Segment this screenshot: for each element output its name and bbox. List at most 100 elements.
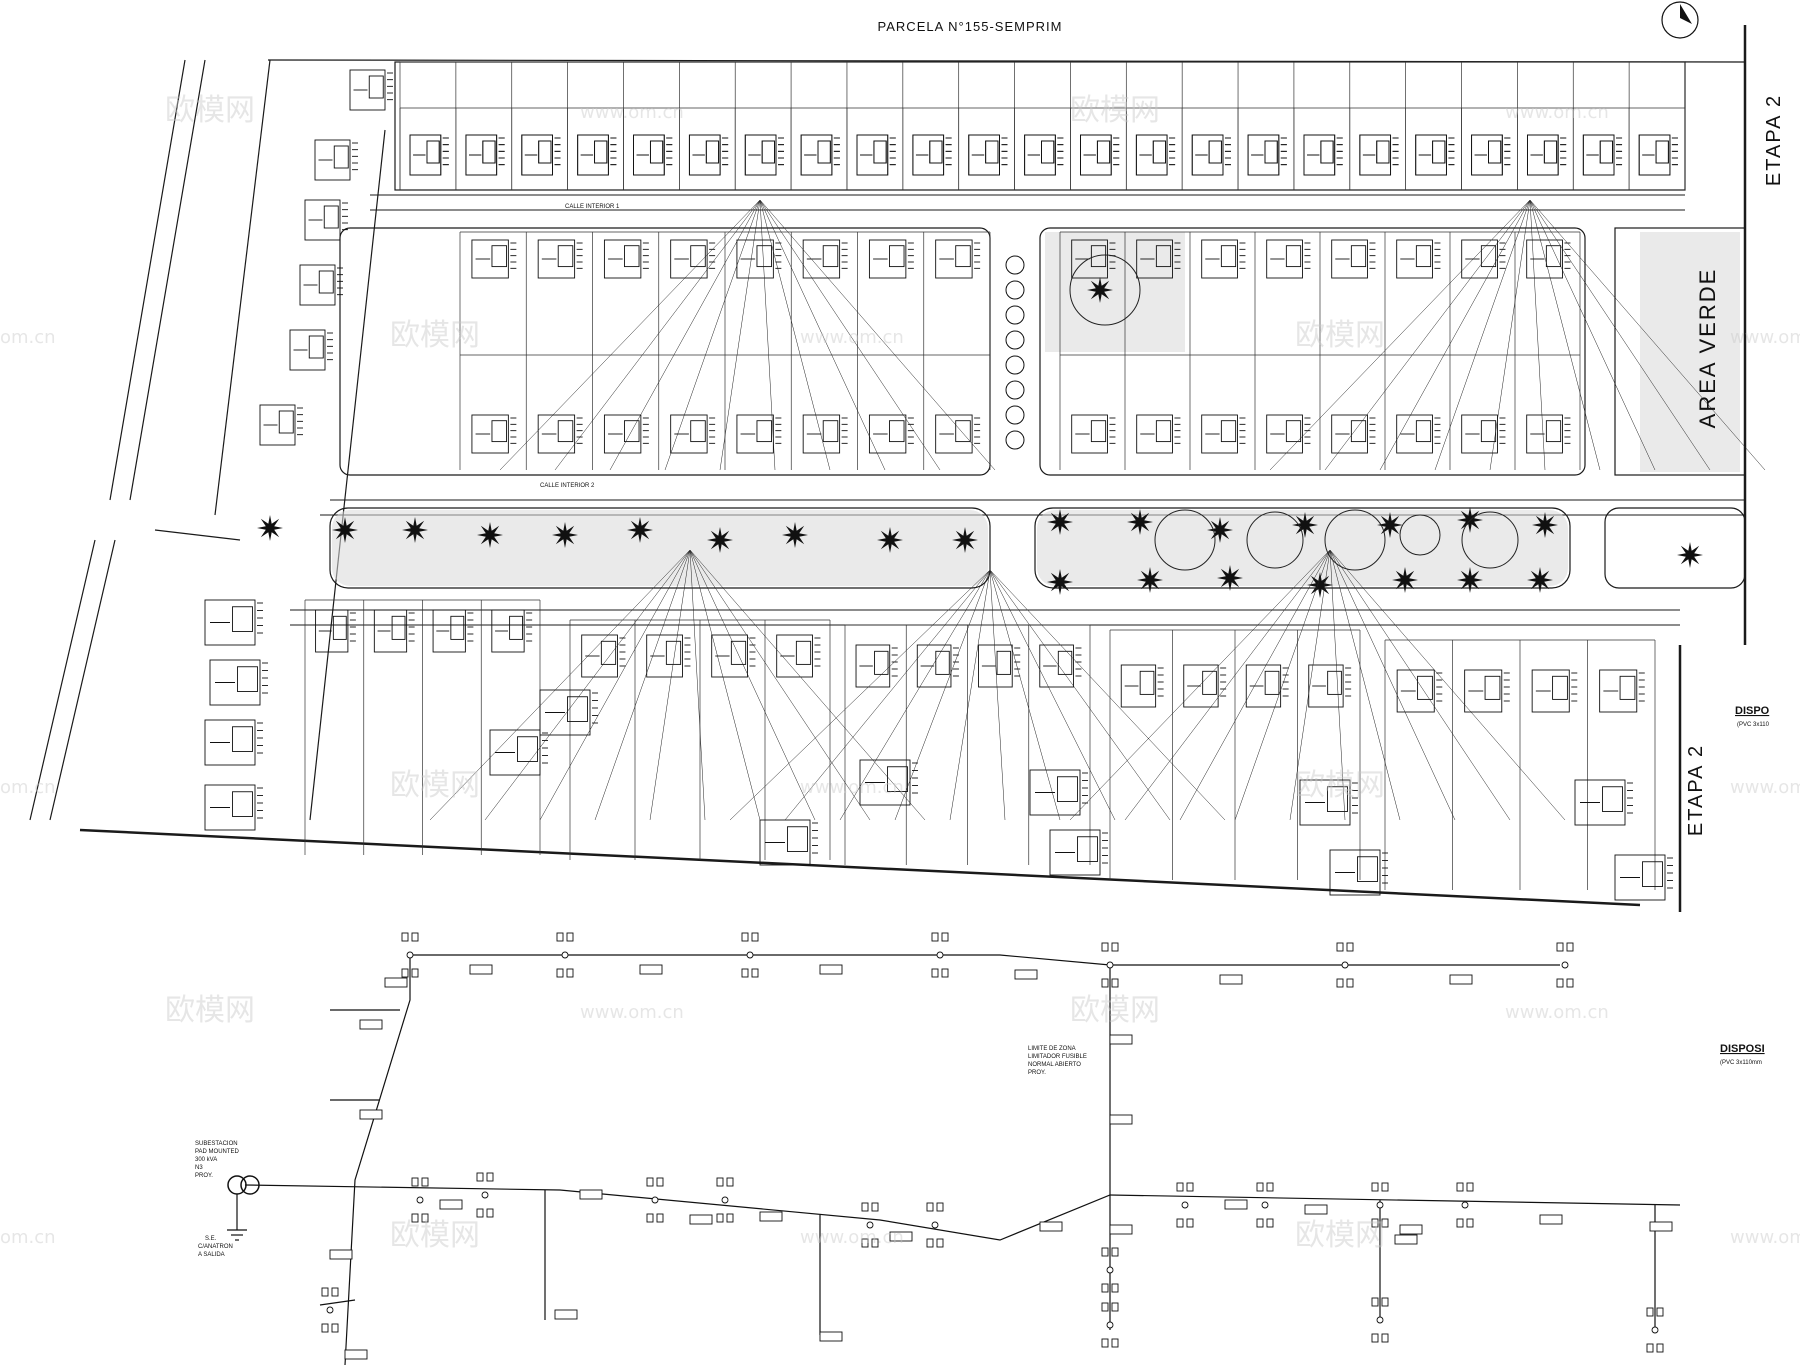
svg-text:欧模网: 欧模网 (1295, 768, 1385, 803)
svg-text:SUBESTACION: SUBESTACION (195, 1141, 238, 1147)
round-features (1069, 254, 1519, 571)
etapa-label-right: ETAPA 2 (1763, 94, 1785, 186)
distribution-line (1379, 199, 1531, 471)
house-footprint (1329, 849, 1388, 896)
distribution-line (989, 569, 1171, 821)
diagram-node (1101, 942, 1119, 988)
house-footprint (633, 134, 673, 176)
diagram-nodes (321, 932, 1673, 1360)
ground-note: S.E. C/ANATRON A SALIDA (198, 1236, 233, 1258)
svg-text:欧模网: 欧模网 (165, 93, 255, 128)
house-footprint (1599, 669, 1645, 713)
house-footprint (315, 609, 356, 653)
svg-text:www.om.cn: www.om.cn (1505, 1002, 1609, 1023)
palm-tree-icon (1532, 512, 1558, 538)
distribution-line (1069, 549, 1331, 821)
green-strip-far-east (1604, 507, 1746, 589)
distribution-line (719, 199, 761, 471)
house-footprint (1415, 134, 1455, 176)
cable-box (329, 1249, 353, 1260)
cable-box (439, 1199, 463, 1210)
cable-box (1109, 1034, 1133, 1045)
diagram-node (556, 932, 574, 978)
cable-box (689, 1214, 713, 1225)
cable-box (469, 964, 493, 975)
house-footprint (1461, 414, 1506, 454)
distribution-line (689, 549, 706, 821)
svg-text:LIMITE DE ZONA: LIMITE DE ZONA (1028, 1046, 1076, 1052)
palm-tree-icon (1307, 572, 1333, 598)
house-footprint (1396, 239, 1441, 279)
house-footprint (471, 239, 517, 279)
svg-text:A SALIDA: A SALIDA (198, 1252, 225, 1258)
house-footprint (1526, 134, 1567, 176)
house-footprint (856, 134, 896, 176)
house-footprint (1247, 134, 1287, 176)
svg-text:欧模网: 欧模网 (1070, 993, 1160, 1028)
house-footprint (1071, 239, 1116, 279)
house-footprint (349, 69, 393, 111)
cable-box (1039, 1221, 1063, 1232)
cable-box (359, 1019, 383, 1030)
house-footprint (209, 659, 268, 706)
tree-icon (1005, 405, 1025, 425)
house-footprint (802, 239, 848, 279)
distribution-line (539, 549, 691, 821)
cable-box (554, 1309, 578, 1320)
palm-tree-icon (1392, 567, 1418, 593)
house-footprint (603, 239, 649, 279)
house-footprint (204, 784, 263, 831)
house-footprint (1614, 854, 1673, 901)
house-footprint (1574, 779, 1633, 826)
diagram-node (1176, 1182, 1194, 1228)
house-footprint (432, 609, 474, 653)
svg-text:300 kVA: 300 kVA (195, 1157, 217, 1163)
diagram-node (741, 932, 759, 978)
distribution-line (1124, 549, 1331, 821)
house-footprint (868, 239, 914, 279)
house-footprint (800, 134, 840, 176)
diagram-node (1336, 942, 1354, 988)
house-footprint (1582, 134, 1623, 176)
diagram-node (926, 1202, 944, 1248)
distribution-line (689, 549, 761, 821)
svg-text:www.om.cn: www.om.cn (1730, 1227, 1800, 1248)
svg-text:PAD MOUNTED: PAD MOUNTED (195, 1149, 240, 1155)
svg-text:N3: N3 (195, 1165, 203, 1171)
diagram-node (1256, 1182, 1274, 1228)
distribution-line (759, 199, 941, 471)
svg-text:om.cn: om.cn (0, 1227, 56, 1248)
distribution-line (839, 569, 991, 821)
distribution-line (989, 569, 1006, 821)
diagram-node (931, 932, 949, 978)
palm-tree-icon (552, 522, 578, 548)
distribution-line (1329, 549, 1566, 821)
area-verde-label: AREA VERDE (1695, 268, 1720, 429)
distribution-line (1324, 199, 1531, 471)
house-footprint (299, 264, 343, 306)
house-footprint (537, 239, 583, 279)
diagram-node (861, 1202, 879, 1248)
distribution-line (989, 569, 1116, 821)
green-hatch (332, 232, 1740, 586)
svg-text:www.om.cn: www.om.cn (800, 1227, 904, 1248)
palm-tree-icon (782, 522, 808, 548)
house-footprint (491, 609, 533, 653)
svg-text:www.om.cn: www.om.cn (580, 102, 684, 123)
distribution-line (1269, 199, 1531, 471)
distribution-line (689, 549, 871, 821)
cable-box (1219, 974, 1243, 985)
distribution-line (1434, 199, 1531, 471)
house-footprint (1029, 769, 1088, 816)
tree-icon (1005, 330, 1025, 350)
distribution-line (1329, 549, 1401, 821)
svg-text:om.cn: om.cn (0, 777, 56, 798)
disposition-label-1: DISPO (1735, 705, 1770, 717)
house-footprint (736, 414, 782, 454)
house-footprint (1464, 669, 1510, 713)
distribution-line (649, 549, 691, 821)
svg-text:LIMITADOR FUSIBLE: LIMITADOR FUSIBLE (1028, 1054, 1087, 1060)
distribution-line (609, 199, 761, 471)
house-footprint (539, 689, 598, 736)
cable-box (1109, 1224, 1133, 1235)
